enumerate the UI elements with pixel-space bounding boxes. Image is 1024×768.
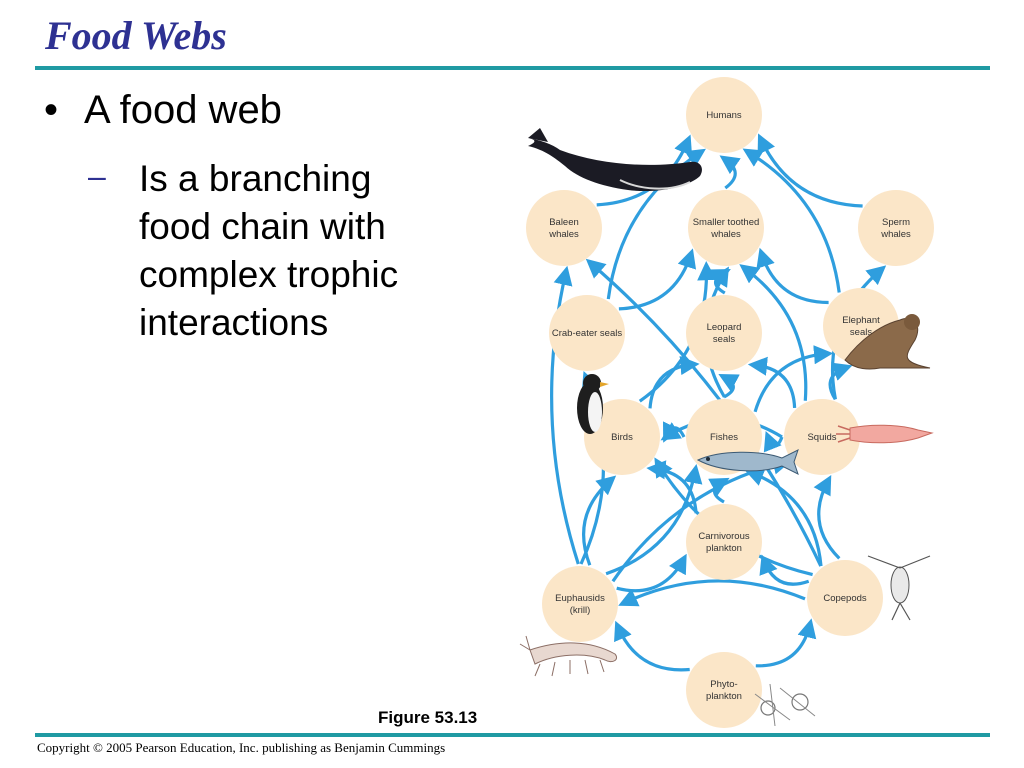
food-web-arrow-elephant-to-humans <box>742 148 841 293</box>
food-web-arrow-squids-to-elephant <box>828 362 853 401</box>
sub-bullet-dash: – <box>88 158 106 194</box>
sub-bullet-text: Is a branching food chain with complex t… <box>139 158 399 343</box>
node-label: Elephant <box>842 315 880 326</box>
copepod-illustration <box>867 555 931 621</box>
node-label: Leopard <box>707 322 742 333</box>
food-web-arrow-copepods-to-fishes <box>744 467 823 567</box>
food-web-arrow-sperm-to-humans <box>757 133 863 208</box>
food-web-arrow-squids-to-smaller <box>739 264 808 401</box>
food-web-arrow-copepods-to-squids <box>813 474 841 560</box>
food-web-arrow-squids-to-fishes <box>763 431 784 453</box>
node-circle <box>686 504 762 580</box>
node-circle <box>688 190 764 266</box>
node-label: Baleen <box>549 217 579 228</box>
food-web-node-squids: Squids <box>784 399 860 475</box>
node-label: Smaller toothed <box>693 217 760 228</box>
node-label: seals <box>713 334 735 345</box>
food-web-arrow-squids-to-leopard <box>747 356 797 408</box>
organism-illustrations <box>519 128 934 727</box>
node-circle <box>549 295 625 371</box>
node-label: Humans <box>706 110 742 121</box>
squid-illustration <box>836 424 934 444</box>
bullet-text: A food web <box>84 88 282 132</box>
node-label: Sperm <box>882 217 910 228</box>
node-circle <box>858 190 934 266</box>
node-label: Squids <box>807 432 836 443</box>
node-label: whales <box>710 229 741 240</box>
node-label: whales <box>880 229 911 240</box>
node-label: Carnivorous <box>698 531 749 542</box>
food-web-arrows <box>550 133 887 672</box>
node-label: plankton <box>706 691 742 702</box>
food-web-arrow-fishes-to-elephant <box>753 345 834 413</box>
bottom-divider <box>35 733 990 737</box>
node-circle <box>784 399 860 475</box>
node-circle <box>542 566 618 642</box>
node-circle <box>526 190 602 266</box>
food-web-arrow-copepods-to-euphausids <box>618 579 806 607</box>
food-web-arrow-euphausids-to-birds <box>582 475 617 566</box>
food-web-arrow-phyto-to-euphausids <box>614 620 690 672</box>
node-label: Phyto- <box>710 679 737 690</box>
food-web-node-euphausids: Euphausids(krill) <box>542 566 618 642</box>
penguin-illustration <box>577 374 609 434</box>
food-web-arrow-smaller-to-humans <box>719 155 741 190</box>
node-circle <box>686 295 762 371</box>
food-web-node-birds: Birds <box>584 399 660 475</box>
node-label: Crab-eater seals <box>552 328 622 339</box>
food-web-arrow-fishes-to-leopard <box>718 373 740 399</box>
node-label: (krill) <box>570 605 591 616</box>
food-web-arrow-birds-to-leopard <box>648 356 700 409</box>
node-circle <box>807 560 883 636</box>
node-circle <box>686 652 762 728</box>
food-web-arrow-crabeater-to-smaller <box>618 248 697 311</box>
slide-title: Food Webs <box>45 13 227 58</box>
bullet-dot: • <box>44 88 59 132</box>
food-web-arrow-carnplank-to-fishes <box>708 477 730 504</box>
copyright-footer: Copyright © 2005 Pearson Education, Inc.… <box>37 740 446 755</box>
node-label: seals <box>850 327 872 338</box>
food-web-node-phyto: Phyto-plankton <box>686 652 762 728</box>
food-web-arrow-euphausids-to-fishes <box>605 464 703 576</box>
node-label: Copepods <box>823 593 867 604</box>
food-web-node-copepods: Copepods <box>807 560 883 636</box>
node-circle <box>686 77 762 153</box>
node-label: Birds <box>611 432 633 443</box>
food-web-node-humans: Humans <box>686 77 762 153</box>
node-label: whales <box>548 229 579 240</box>
bullet-item: • A food web <box>44 86 282 134</box>
food-web-node-crabeater: Crab-eater seals <box>549 295 625 371</box>
top-divider <box>35 66 990 70</box>
food-web-arrow-elephant-to-smaller <box>756 247 829 305</box>
seal-illustration <box>844 314 931 370</box>
whale-illustration <box>528 128 702 192</box>
figure-caption: Figure 53.13 <box>378 708 478 727</box>
food-web-arrow-copepods-to-carnplank <box>759 554 810 586</box>
node-label: plankton <box>706 543 742 554</box>
node-label: Euphausids <box>555 593 605 604</box>
food-web-arrow-carnplank-to-birds <box>646 460 698 514</box>
node-circle <box>584 399 660 475</box>
phytoplankton-illustration <box>754 683 816 727</box>
fish-illustration <box>696 449 799 475</box>
krill-illustration <box>519 635 618 677</box>
food-web-arrow-leopard-to-smaller <box>709 269 731 295</box>
node-label: Fishes <box>710 432 738 443</box>
food-web-arrow-phyto-to-copepods <box>755 618 817 668</box>
